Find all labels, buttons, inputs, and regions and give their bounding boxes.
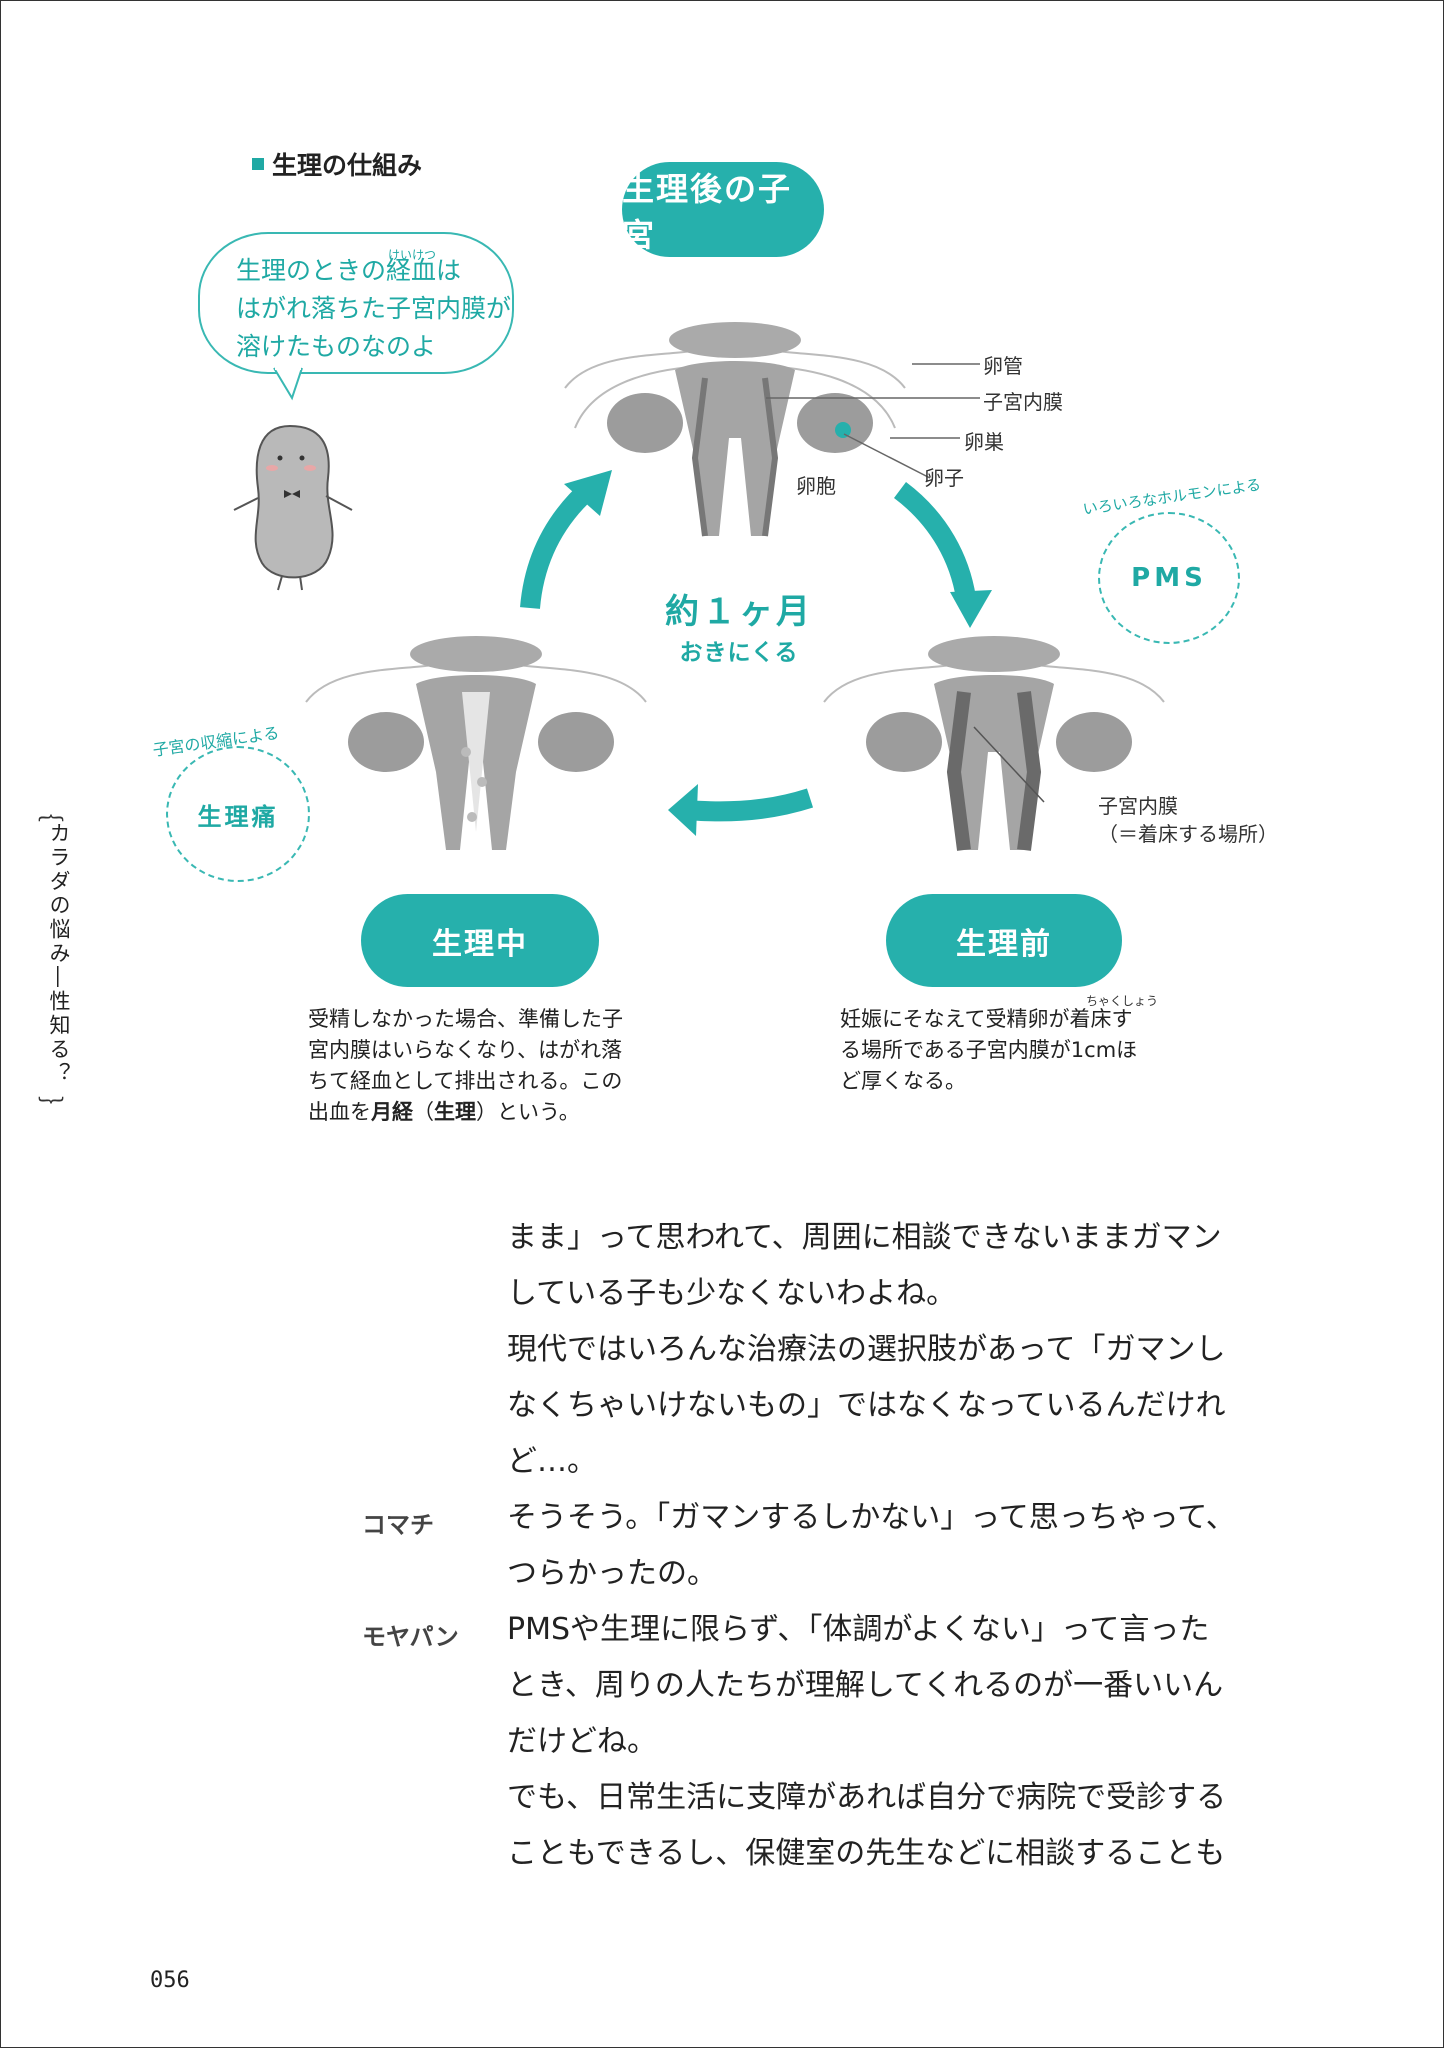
cycle-center-text: 約１ヶ月 おきにくる	[665, 584, 813, 667]
speaker-moyapan: モヤパン	[362, 1623, 459, 1651]
stage-during-pill: 生理中	[361, 894, 599, 987]
caption-before-line-3: ど厚くなる。	[840, 1069, 966, 1093]
section-title: 生理の仕組み	[252, 146, 422, 182]
caption-during-line-2: 宮内膜はいらなくなり、はがれ落	[308, 1038, 623, 1062]
speech-bubble-tail	[273, 366, 303, 401]
uterus-after-illustration	[564, 322, 906, 537]
dialogue-line: なくちゃいけないもの」ではなくなっているんだけれ	[507, 1388, 1226, 1423]
pms-circle: PMS	[1098, 512, 1240, 644]
label-endometrium: 子宮内膜	[983, 390, 1063, 414]
caption-before: 妊娠にそなえて受精卵が着床す る場所である子宮内膜が1cmほ ど厚くなる。	[840, 1004, 1137, 1097]
dialogue-block-moyapan: PMSや生理に限らず、「体調がよくない」って言った とき、周りの人たちが理解して…	[507, 1602, 1267, 1882]
label-follicle: 卵胞	[796, 474, 836, 498]
speech-furigana: けいけつ	[388, 248, 437, 262]
dialogue-block-komachi: そうそう。「ガマンするしかない」って思っちゃって、 つらかったの。	[507, 1490, 1267, 1602]
section-title-text: 生理の仕組み	[272, 151, 423, 180]
dialogue-line: している子も少なくないわよね。	[507, 1276, 957, 1311]
side-tab-text: カラダの悩み―性知る？	[47, 822, 71, 1086]
caption-during-line-3: ちて経血として排出される。この	[308, 1069, 623, 1093]
speech-line-2: はがれ落ちた子宮内膜が	[236, 294, 512, 323]
side-tab-brace-bottom: ︸	[38, 1096, 65, 1126]
page-number: 056	[150, 1968, 190, 1993]
dialogue-line: とき、周りの人たちが理解してくれるのが一番いいん	[507, 1668, 1224, 1703]
caption-during-line-4: 出血を月経（生理）という。	[308, 1100, 580, 1124]
caption-during: 受精しなかった場合、準備した子 宮内膜はいらなくなり、はがれ落 ちて経血として排…	[308, 1004, 623, 1128]
dialogue-line: まま」って思われて、周囲に相談できないままガマン	[507, 1220, 1222, 1255]
dialogue-line: PMSや生理に限らず、「体調がよくない」って言った	[507, 1612, 1210, 1647]
dialogue-line: だけどね。	[507, 1724, 657, 1759]
label-egg: 卵子	[924, 466, 964, 490]
speaker-komachi: コマチ	[362, 1511, 434, 1539]
speech-text: 生理のときの経血は はがれ落ちた子宮内膜が 溶けたものなのよ	[236, 252, 511, 366]
dialogue-line: ど…。	[507, 1444, 597, 1479]
dialogue-line: こともできるし、保健室の先生などに相談することも	[507, 1836, 1226, 1871]
cycle-arrows	[520, 470, 992, 836]
caption-before-line-2: る場所である子宮内膜が1cmほ	[840, 1038, 1138, 1062]
caption-before-furigana: ちゃくしょう	[1086, 994, 1159, 1008]
uterus-before-illustration	[823, 636, 1165, 851]
cycle-period: 約１ヶ月	[665, 592, 813, 632]
uterus-during-illustration	[305, 636, 647, 850]
stage-before-pill: 生理前	[886, 894, 1122, 987]
caption-during-line-1: 受精しなかった場合、準備した子	[308, 1007, 623, 1031]
pain-label: 生理痛	[197, 802, 279, 831]
speech-line-1: 生理のときの経血は	[236, 256, 462, 285]
square-bullet-icon	[252, 158, 264, 170]
dialogue-line: でも、日常生活に支障があれば自分で病院で受診する	[507, 1780, 1227, 1815]
speech-bubble	[198, 232, 514, 374]
label-ovary: 卵巣	[964, 430, 1004, 454]
dialogue-block-1: まま」って思われて、周囲に相談できないままガマン している子も少なくないわよね。…	[507, 1210, 1267, 1490]
dialogue-line: そうそう。「ガマンするしかない」って思っちゃって、	[507, 1500, 1236, 1535]
side-tab-brace-top: ︷	[38, 796, 65, 826]
label-endometrium-before: 子宮内膜 （＝着床する場所）	[1098, 792, 1278, 848]
label-fallopian-tube: 卵管	[983, 354, 1023, 378]
before-label-line-2: （＝着床する場所）	[1098, 822, 1278, 846]
speech-line-3: 溶けたものなのよ	[236, 332, 437, 361]
pain-circle: 生理痛	[166, 746, 310, 882]
cycle-comes: おきにくる	[679, 640, 799, 666]
pms-label: PMS	[1131, 563, 1207, 593]
dialogue-line: つらかったの。	[507, 1556, 717, 1591]
mascot-character-illustration	[233, 424, 353, 591]
stage-after-pill: 生理後の子宮	[622, 162, 824, 257]
before-label-line-1: 子宮内膜	[1098, 794, 1178, 818]
caption-before-line-1: 妊娠にそなえて受精卵が着床す	[840, 1007, 1133, 1031]
dialogue-line: 現代ではいろんな治療法の選択肢があって「ガマンし	[507, 1332, 1226, 1367]
anatomy-leader-lines	[766, 363, 980, 479]
